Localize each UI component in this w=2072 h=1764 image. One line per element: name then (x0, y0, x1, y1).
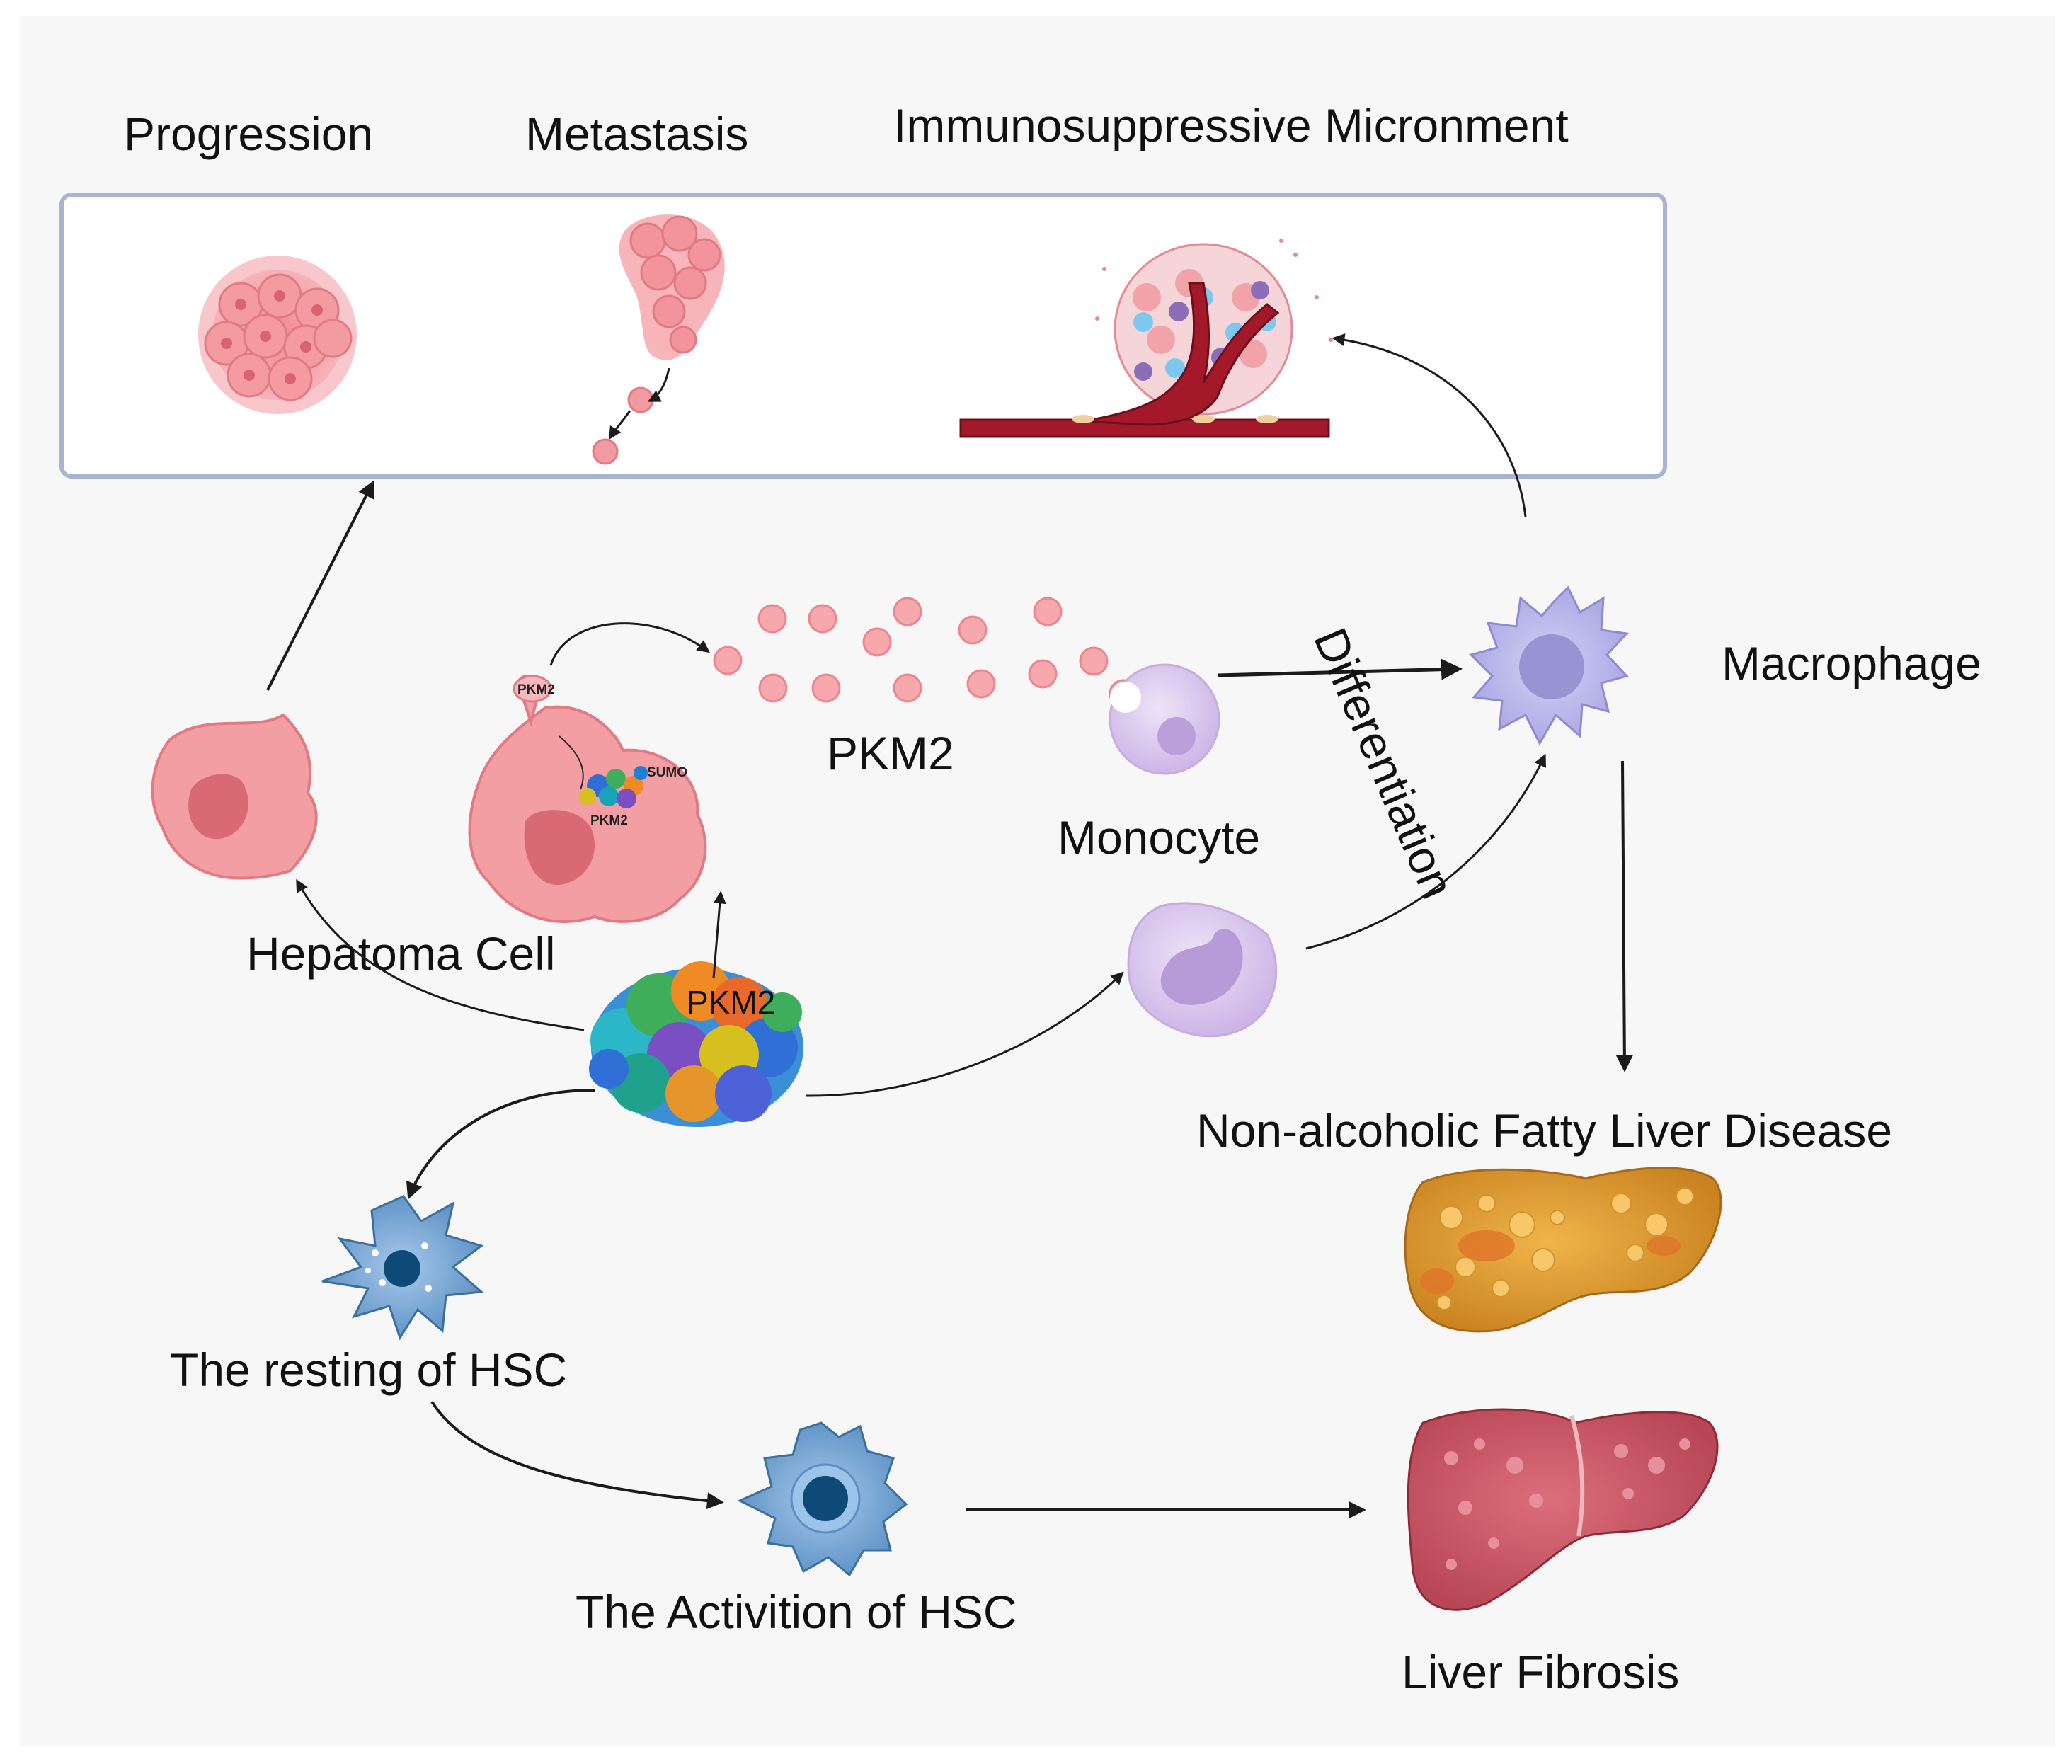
liver-fibrosis-label: Liver Fibrosis (1402, 1646, 1679, 1698)
pkm2-particles (713, 597, 1138, 709)
resting-hsc-icon (321, 1195, 484, 1341)
monocyte-icon (1109, 663, 1220, 775)
monocyte-label: Monocyte (1058, 811, 1260, 864)
hepatoma-cell-label: Hepatoma Cell (246, 927, 556, 980)
pkm2-secreting-cell-icon: PKM2 SUMO PKM2 (468, 674, 707, 923)
inset-pkm2-top-label: PKM2 (517, 682, 555, 697)
pkm2-protein-icon (589, 961, 803, 1127)
arrow-monocyte-to-macrophage (1217, 658, 1463, 680)
fatty-liver-icon (1404, 1167, 1722, 1333)
arrow-hepatoma-to-outcomes (266, 480, 374, 691)
macrophage-label: Macrophage (1722, 637, 1981, 689)
progression-label: Progression (124, 108, 373, 160)
fibrotic-liver-icon (1407, 1408, 1719, 1611)
tumor-cluster-icon (198, 256, 357, 414)
outcomes-box (59, 193, 1667, 479)
resting-hsc-label: The resting of HSC (170, 1344, 567, 1396)
arrow-pkm2-to-hepatoma (296, 878, 585, 1031)
immunosuppressive-label: Immunosuppressive Micronment (893, 99, 1569, 151)
monocyte-lower-icon (1127, 902, 1278, 1038)
arrow-pkm2-to-resting-hsc (406, 1089, 595, 1200)
macrophage-icon (1469, 585, 1630, 746)
arrow-pkm2-to-secreting-cell (712, 890, 726, 979)
activition-hsc-label: The Activition of HSC (576, 1586, 1017, 1638)
pkm2-center-label: PKM2 (687, 984, 775, 1021)
inset-pkm2-bottom-label: PKM2 (590, 813, 628, 828)
activated-hsc-icon (737, 1421, 908, 1577)
metastasis-cells-icon (592, 214, 725, 465)
inset-sumo-label: SUMO (647, 765, 687, 780)
hepatoma-cell-icon (151, 713, 318, 880)
tumor-microenvironment-icon (959, 239, 1333, 438)
pkm2-secreted-label: PKM2 (827, 727, 954, 779)
metastasis-label: Metastasis (525, 108, 748, 160)
arrow-secretion (549, 622, 710, 666)
arrow-pkm2-to-monocyte (805, 971, 1124, 1097)
arrow-macrophage-to-microenvironment (1332, 333, 1527, 517)
arrow-resting-to-activated-hsc (430, 1400, 724, 1510)
arrow-lower-monocyte-to-macrophage (1305, 753, 1547, 950)
arrow-macrophage-to-nafld (1615, 760, 1633, 1072)
nafld-label: Non-alcoholic Fatty Liver Disease (1196, 1104, 1892, 1157)
